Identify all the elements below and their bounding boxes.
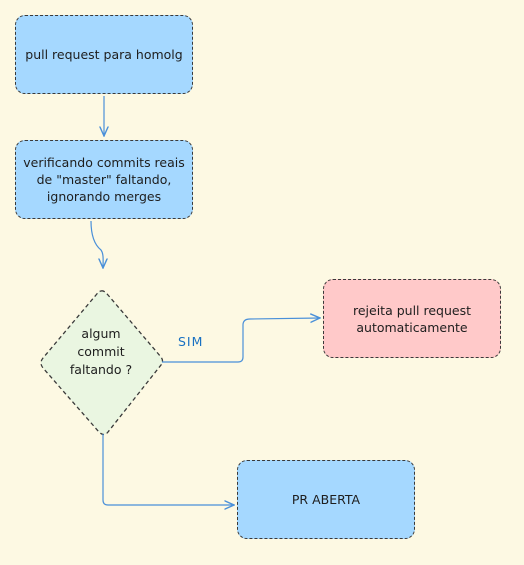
arrow-decision-to-reject [162, 318, 320, 363]
arrow-check-to-decision [90, 220, 103, 268]
pr-open-node[interactable]: PR ABERTA [237, 460, 415, 539]
arrow-decision-to-open [102, 434, 234, 505]
check-commits-node[interactable]: verificando commits reais de "master" fa… [15, 140, 193, 219]
edge-label-sim: SIM [178, 334, 204, 349]
reject-node[interactable]: rejeita pull request automaticamente [323, 279, 501, 358]
decision-diamond[interactable] [40, 290, 164, 436]
check-commits-node-label: verificando commits reais de "master" fa… [23, 155, 185, 204]
pr-open-node-label: PR ABERTA [291, 492, 361, 507]
start-node-label: pull request para homolg [25, 47, 183, 62]
reject-node-label: rejeita pull request automaticamente [352, 302, 472, 335]
decision-node-label: algum commit faltando ? [69, 326, 133, 377]
start-node[interactable]: pull request para homolg [15, 15, 193, 94]
